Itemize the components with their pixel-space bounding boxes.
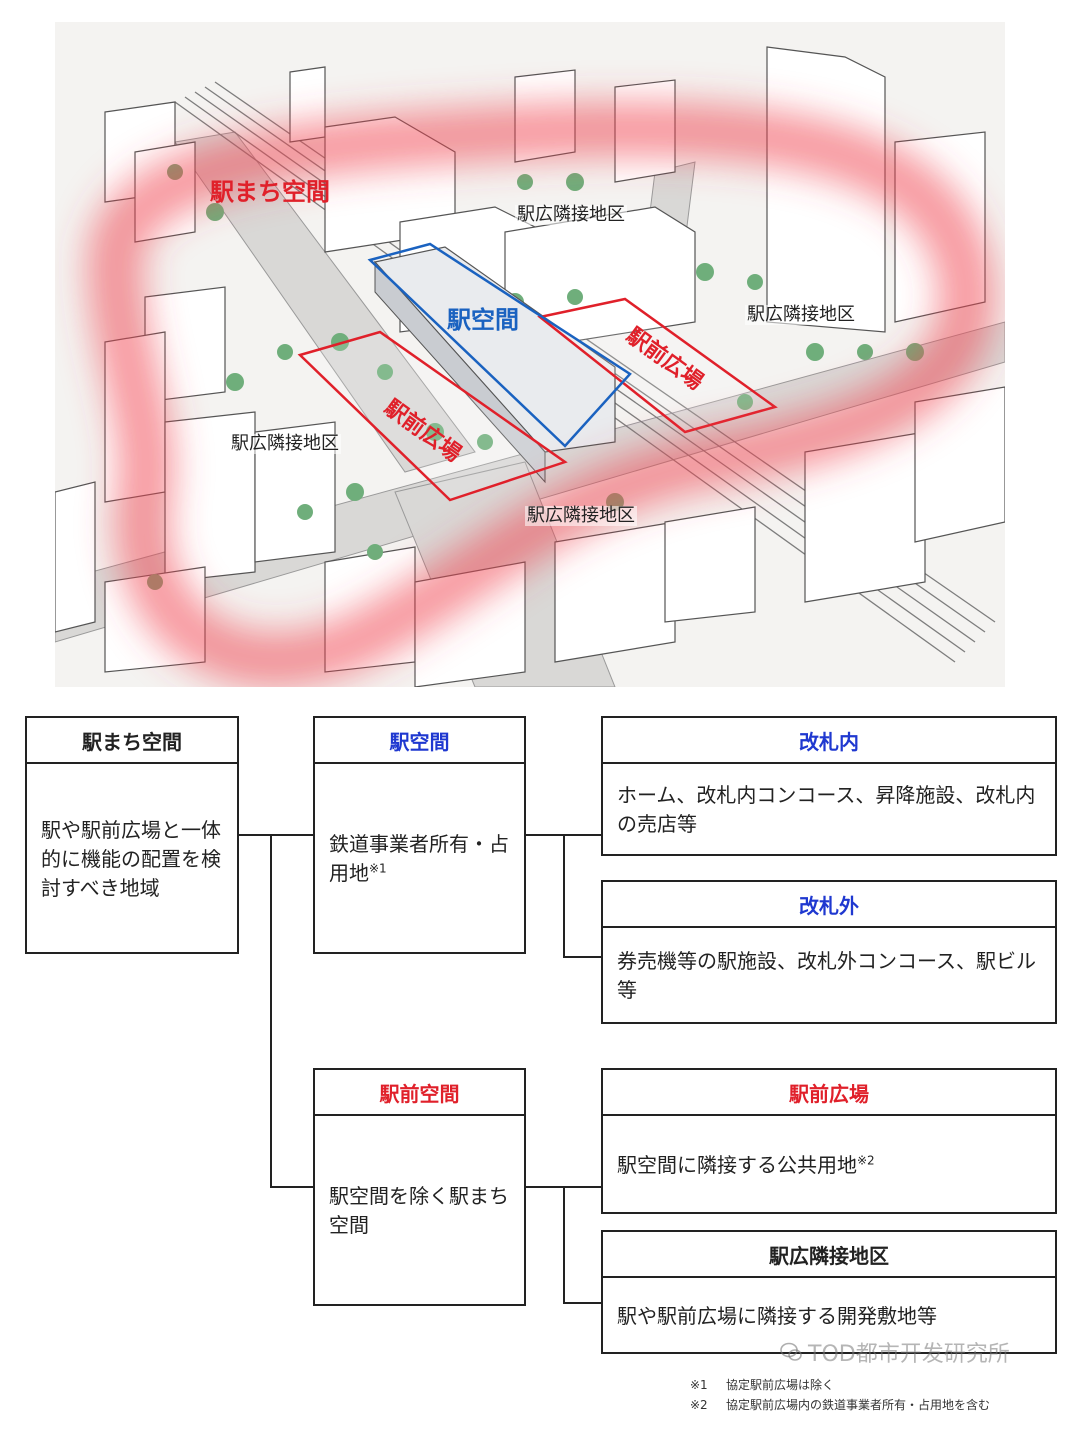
footnote-text: 協定駅前広場内の鉄道事業者所有・占用地を含む — [726, 1398, 991, 1412]
ill-label-rinsetsu-right: 駅広隣接地区 — [745, 304, 857, 325]
box-description: ホーム、改札内コンコース、昇降施設、改札内の売店等 — [617, 783, 1036, 836]
connector-eki-trunk — [563, 834, 565, 958]
box-station-space: 駅空間 鉄道事業者所有・占用地※1 — [313, 716, 526, 954]
box-inside-ticket-gate: 改札内 ホーム、改札内コンコース、昇降施設、改札内の売店等 — [601, 716, 1057, 856]
box-station-plaza: 駅前広場 駅空間に隣接する公共用地※2 — [601, 1068, 1057, 1214]
box-description: 鉄道事業者所有・占用地※1 — [315, 764, 524, 954]
station-building — [373, 246, 616, 484]
connector-machi-stub — [238, 834, 272, 836]
plaza-front-outline — [297, 330, 568, 502]
ill-label-eki: 駅空間 — [447, 306, 519, 334]
chat-bubble-icon — [780, 1342, 802, 1361]
footnote-text: 協定駅前広場は除く — [726, 1378, 835, 1392]
station-area-illustration: 駅まち空間 駅空間 駅前広場 駅前広場 駅広隣接地区 駅広隣接地区 駅広隣接地区… — [54, 22, 1006, 688]
box-title: 改札外 — [603, 882, 1055, 928]
footnote-1: ※1 協定駅前広場は除く — [690, 1376, 834, 1393]
footnote-mark: ※2 — [690, 1398, 708, 1412]
box-description-text: 駅空間に隣接する公共用地 — [617, 1152, 857, 1177]
box-description: 駅空間を除く駅まち空間 — [329, 1184, 509, 1237]
box-title: 駅広隣接地区 — [603, 1232, 1055, 1278]
connector-to-kaisatsu-out — [563, 956, 602, 958]
box-station-front-space: 駅前空間 駅空間を除く駅まち空間 — [313, 1068, 526, 1306]
box-outside-ticket-gate: 改札外 券売機等の駅施設、改札外コンコース、駅ビル等 — [601, 880, 1057, 1024]
watermark: TOD都市开发研究所 — [780, 1336, 1010, 1368]
connector-to-ekimae — [270, 1186, 314, 1188]
footnote-ref: ※2 — [857, 1152, 875, 1167]
ill-label-machi: 駅まち空間 — [210, 178, 330, 206]
box-plaza-adjacent-district: 駅広隣接地区 駅や駅前広場に隣接する開発敷地等 — [601, 1230, 1057, 1354]
plaza-rear-outline — [537, 297, 778, 434]
ill-label-rinsetsu-left: 駅広隣接地区 — [229, 433, 341, 454]
box-title: 駅前空間 — [315, 1070, 524, 1116]
footnote-ref: ※1 — [369, 861, 387, 876]
station-town-space-ring — [87, 101, 995, 688]
footnote-2: ※2 協定駅前広場内の鉄道事業者所有・占用地を含む — [690, 1396, 990, 1413]
connector-ekimae-stub — [525, 1186, 565, 1188]
connector-machi-trunk — [270, 834, 272, 1188]
connector-eki-stub — [525, 834, 565, 836]
ill-label-rinsetsu-top: 駅広隣接地区 — [515, 204, 627, 225]
box-station-town-space: 駅まち空間 駅や駅前広場と一体的に機能の配置を検討すべき地域 — [25, 716, 239, 954]
illustration-drawing — [54, 22, 1006, 688]
box-description-text: 鉄道事業者所有・占用地 — [329, 832, 509, 885]
watermark-text: TOD都市开发研究所 — [808, 1342, 1010, 1367]
box-description: 券売機等の駅施設、改札外コンコース、駅ビル等 — [617, 949, 1036, 1002]
station-space-outline — [367, 242, 632, 448]
box-description: 駅空間に隣接する公共用地※2 — [603, 1116, 1055, 1214]
box-title: 改札内 — [603, 718, 1055, 764]
connector-to-kaisatsu-in — [563, 834, 602, 836]
box-description: 駅や駅前広場と一体的に機能の配置を検討すべき地域 — [41, 817, 221, 900]
connector-to-ekimae-hiroba — [563, 1186, 602, 1188]
box-title: 駅空間 — [315, 718, 524, 764]
box-title: 駅まち空間 — [27, 718, 237, 764]
connector-to-rinsetsu — [563, 1302, 602, 1304]
connector-to-eki — [270, 834, 314, 836]
connector-ekimae-trunk — [563, 1186, 565, 1304]
box-description: 駅や駅前広場に隣接する開発敷地等 — [617, 1303, 937, 1328]
ill-label-rinsetsu-bottom: 駅広隣接地区 — [525, 505, 637, 526]
box-title: 駅前広場 — [603, 1070, 1055, 1116]
footnote-mark: ※1 — [690, 1378, 708, 1392]
